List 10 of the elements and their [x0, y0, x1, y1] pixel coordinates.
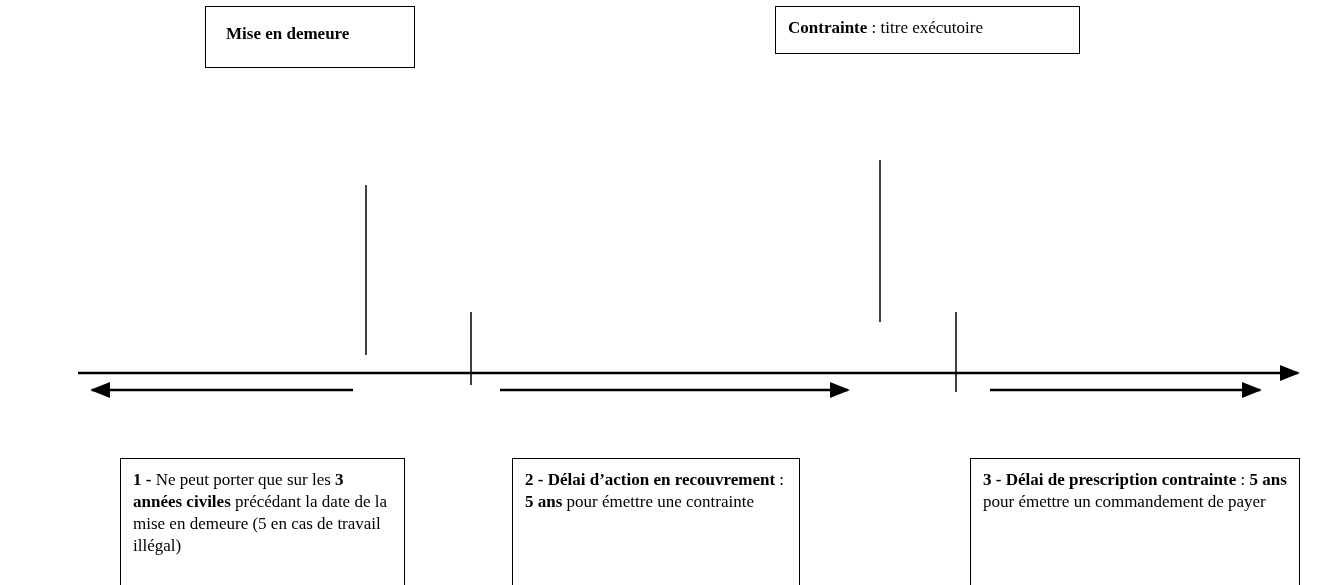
text-box [120, 458, 405, 585]
text-box [775, 6, 1080, 54]
text-box [205, 6, 415, 68]
text-box [512, 458, 800, 585]
box-text: 3 - Délai de prescription contrainte : 5 ans pour émettre un commandement de payer [983, 469, 1287, 513]
text-box [970, 458, 1300, 585]
box-text: Mise en demeure [226, 23, 351, 45]
box-text: Contrainte : titre exécutoire [788, 17, 984, 39]
box-text: 1 - Ne peut porter que sur les 3 années civiles précédant la date de la mise en demeure (5 en cas de travail illégal) [133, 469, 388, 557]
box-text: 2 - Délai d’action en recouvrement : 5 ans pour émettre une contrainte [525, 469, 786, 513]
